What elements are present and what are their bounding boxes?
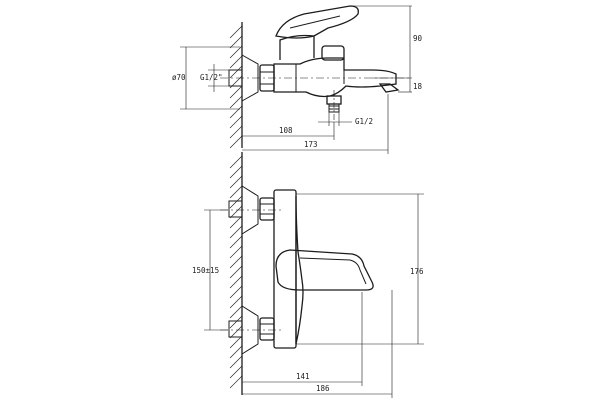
dim-length-173: 173 (304, 140, 318, 149)
dim-thread-outlet: G1/2 (355, 117, 373, 126)
dim-height-90: 90 (413, 34, 423, 43)
spout-front (295, 195, 304, 345)
front-view: 150±15 176 141 186 (192, 152, 424, 398)
dim-height-176: 176 (410, 267, 424, 276)
spout-outlet-top (378, 83, 400, 93)
handle-lever-top (275, 5, 359, 39)
upper-inlet-assembly (228, 185, 275, 235)
dim-length-141: 141 (296, 372, 310, 381)
wall-top (229, 22, 243, 149)
mixer-body-front (273, 189, 297, 349)
handle-lever-front (275, 249, 374, 291)
dim-height-18: 18 (413, 82, 423, 91)
cartridge-housing-top (279, 34, 315, 60)
top-view: 90 18 ø70 G1/2" G1/2 108 173 (172, 5, 423, 154)
wall-hatching-top (229, 25, 243, 149)
dim-thread-inlet: G1/2" (200, 73, 223, 82)
dim-length-186: 186 (316, 384, 330, 393)
dim-inlet-spacing: 150±15 (192, 266, 219, 275)
wall-hatching-front (229, 155, 243, 389)
wall-front (229, 152, 243, 395)
mixer-body-top (273, 57, 397, 98)
lower-inlet-assembly (228, 305, 275, 355)
dim-length-108: 108 (279, 126, 293, 135)
diverter-knob-top (321, 45, 345, 61)
dim-diameter-70: ø70 (172, 73, 186, 82)
